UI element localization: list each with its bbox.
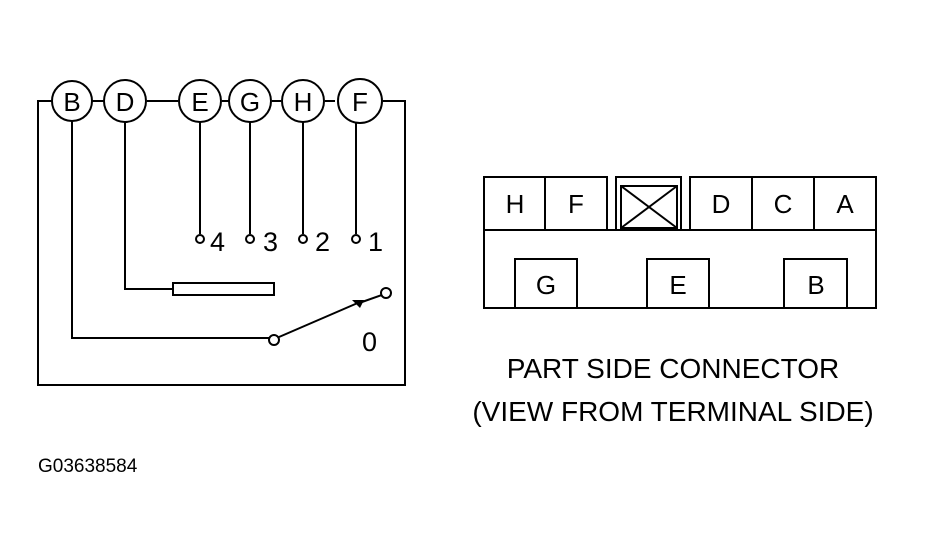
terminal-label: H [294,87,313,117]
connector-caption-line1: PART SIDE CONNECTOR [507,353,839,384]
connector-pin-h: H [483,176,546,231]
switch-pivot [268,334,280,346]
blank-cell-inner [620,185,678,229]
switch-blade [278,301,361,338]
terminal-label: B [63,87,80,117]
terminal-h: H [281,79,325,123]
position-label-1: 1 [368,227,383,257]
pin-label: C [774,189,793,219]
terminal-g: G [228,79,272,123]
terminal-circle [337,78,383,124]
terminal-label: G [240,87,260,117]
pin-label: H [506,189,525,219]
terminal-b: B [51,80,93,122]
enclosure-outline [37,100,406,386]
pin-label: F [568,189,584,219]
blank-cell-outer [615,176,682,231]
connector-caption-line2: (VIEW FROM TERMINAL SIDE) [472,396,873,427]
terminal-label: E [191,87,208,117]
position-label-3: 3 [263,227,278,257]
connector-pin-e: E [646,258,710,309]
connector-blank-cell [615,176,682,231]
pin-label: B [807,270,824,300]
terminal-label: D [116,87,135,117]
contact-off [380,287,392,299]
position-label-2: 2 [315,227,330,257]
terminal-f: F [337,78,383,124]
switch-schematic: B D E G H F 4 3 [37,78,406,386]
pin-cell [783,258,848,309]
figure-id: G03638584 [38,456,138,477]
connector-pin-g: G [514,258,578,309]
pin-cell [646,258,710,309]
contact-4 [195,234,205,244]
pin-label: E [669,270,686,300]
terminal-d: D [103,79,147,123]
connector-pin-a: A [813,176,877,231]
pin-cell [544,176,608,231]
terminal-label: F [352,87,368,117]
wire-d-to-bar [124,122,173,290]
x-icon [620,185,678,229]
connector-pin-b: B [783,258,848,309]
wire-b-to-pivot [71,121,269,339]
pin-label: G [536,270,556,300]
pin-label: A [836,189,854,219]
contact-2 [298,234,308,244]
position-label-4: 4 [210,227,225,257]
contact-3 [245,234,255,244]
terminal-e: E [178,79,222,123]
connector-pin-f: F [544,176,608,231]
pin-label: D [712,189,731,219]
blade-tip-arrow [352,300,364,308]
part-side-connector: H F D C A G [472,176,877,427]
position-label-0: 0 [362,327,377,357]
pin-cell [514,258,578,309]
resistor-bar [172,282,275,296]
switch-off-lead [361,294,383,303]
pin-cell [813,176,877,231]
connector-pin-d: D [689,176,753,231]
contact-1 [351,234,361,244]
connector-pin-c: C [751,176,815,231]
